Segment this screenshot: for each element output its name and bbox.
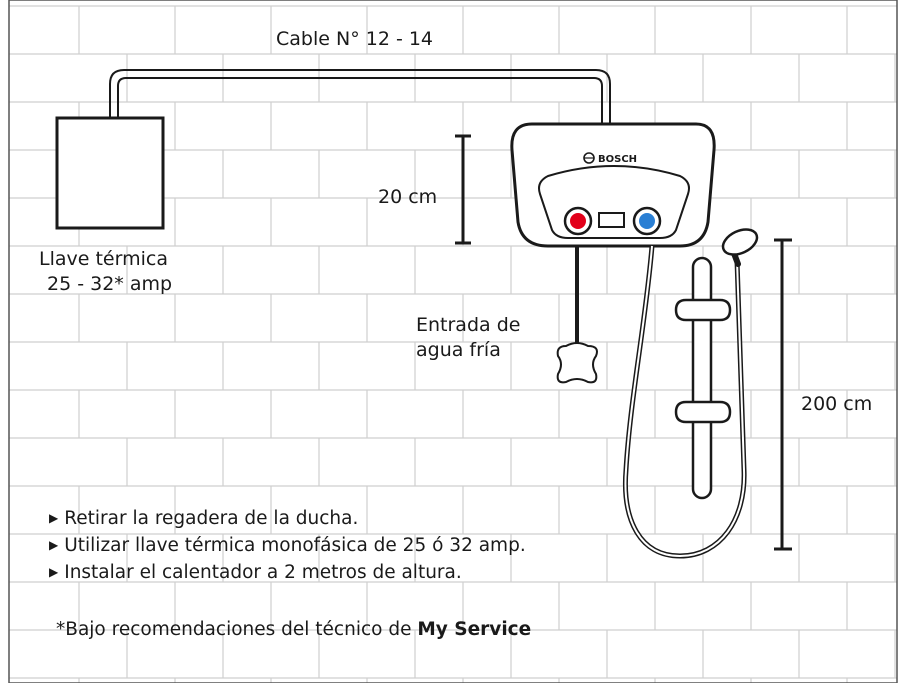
bracket-20cm xyxy=(455,134,471,245)
water-inlet-label-line2: agua fría xyxy=(416,339,501,361)
cable-label: Cable N° 12 - 14 xyxy=(276,28,434,50)
shower-head-icon xyxy=(721,228,759,267)
frame-border xyxy=(8,0,898,683)
height-200cm-label: 200 cm xyxy=(801,393,873,415)
breaker-box xyxy=(55,116,165,230)
shower-rail xyxy=(674,256,732,500)
instruction-item: ▶ Instalar el calentador a 2 metros de al… xyxy=(49,562,462,583)
footnote-brand: My Service xyxy=(417,619,532,640)
cold-knob-icon xyxy=(639,213,655,229)
instruction-text: Instalar el calentador a 2 metros de alt… xyxy=(64,562,462,583)
breaker-label-line2: 25 - 32* amp xyxy=(47,273,173,295)
water-inlet-label-line1: Entrada de xyxy=(416,314,521,336)
height-20cm-label: 20 cm xyxy=(378,186,438,208)
brand-text: BOSCH xyxy=(598,154,637,165)
bullet-arrow-icon: ▶ xyxy=(49,565,59,579)
instruction-text: Retirar la regadera de la ducha. xyxy=(64,508,359,529)
bullet-arrow-icon: ▶ xyxy=(49,511,59,525)
bullet-arrow-icon: ▶ xyxy=(49,538,59,552)
display-window xyxy=(598,212,625,228)
water-heater: BOSCH xyxy=(510,122,716,248)
hot-knob-icon xyxy=(570,213,586,229)
shower-hose-inner xyxy=(624,245,746,558)
footnote-text: *Bajo recomendaciones del técnico de xyxy=(56,619,418,640)
instruction-text: Utilizar llave térmica monofásica de 25 … xyxy=(64,535,526,556)
breaker-label-line1: Llave térmica xyxy=(39,248,168,270)
instruction-item: ▶ Retirar la regadera de la ducha. xyxy=(49,508,358,529)
cable-outer xyxy=(109,69,611,130)
water-valve-icon xyxy=(556,342,598,384)
cable-inner xyxy=(117,77,603,130)
bracket-200cm xyxy=(774,238,792,551)
instruction-item: ▶ Utilizar llave térmica monofásica de 25… xyxy=(49,535,526,556)
footnote: *Bajo recomendaciones del técnico de My … xyxy=(56,619,531,640)
